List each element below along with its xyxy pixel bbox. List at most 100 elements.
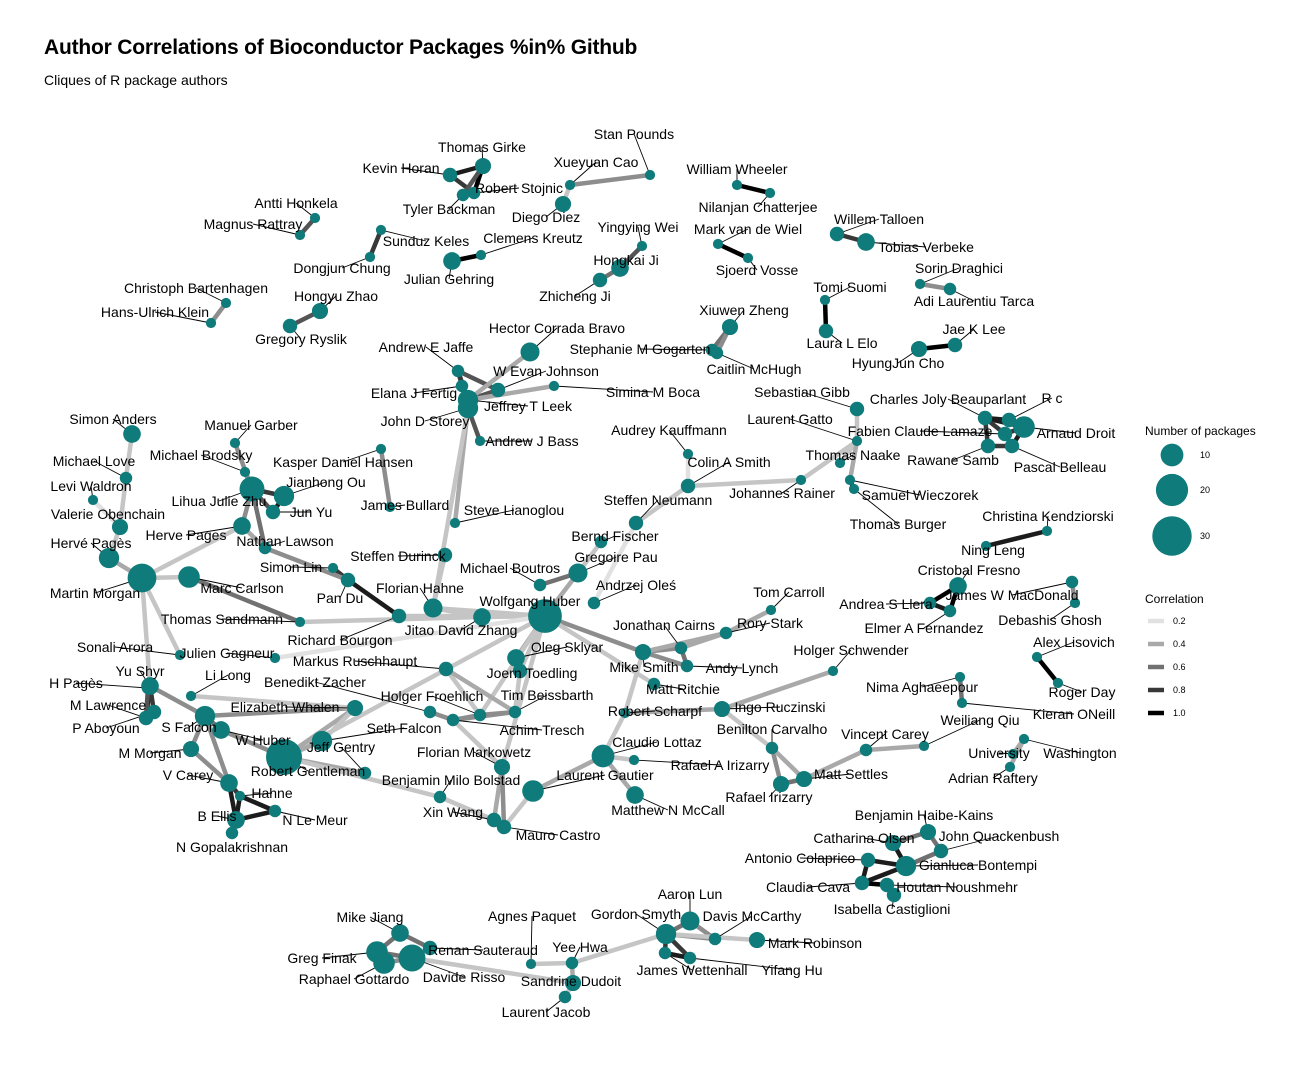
node-label-university: University (968, 745, 1029, 761)
node-label-antti-honkela: Antti Honkela (254, 195, 337, 211)
node-houtan-noushmehr (879, 877, 895, 893)
edge-laurent-gatto-johannes-rainer (798, 438, 860, 483)
node-n-gopalakrishnan (225, 826, 239, 840)
node-andy-lynch (680, 659, 694, 673)
node-label-robert-scharpf: Robert Scharpf (608, 703, 702, 719)
node-label-nathan-lawson: Nathan Lawson (236, 533, 333, 549)
node-hongyu-zhao (311, 302, 329, 320)
node-florian-markowetz (493, 758, 511, 776)
node-m-morgan (182, 740, 200, 758)
leader-steve-lianoglou (454, 509, 515, 524)
node-label-arnaud-droit: Arnaud Droit (1037, 425, 1116, 441)
node-university (1007, 748, 1019, 760)
node-label-tomi-suomi: Tomi Suomi (813, 279, 886, 295)
node-label-tyler-backman: Tyler Backman (403, 201, 496, 217)
node-label-charles-joly-beauparlant: Charles Joly Beauparlant (870, 391, 1027, 407)
node-label-yu-shyr: Yu Shyr (115, 663, 164, 679)
node-label-sjoerd-vosse: Sjoerd Vosse (716, 262, 799, 278)
node-label-laurent-gautier: Laurent Gautier (556, 767, 654, 783)
node-label-thomas-naake: Thomas Naake (806, 447, 901, 463)
node-label-agnes-paquet: Agnes Paquet (488, 908, 576, 924)
edge-wolfgang-huber-florian-markowetz (499, 613, 548, 770)
node-holger-froehlich (473, 708, 487, 722)
leader-antonio-colaprico (799, 857, 869, 861)
node-alex-lisovich (1031, 651, 1043, 663)
node-rafael-a-irizarry (628, 754, 640, 766)
node-label-stan-pounds: Stan Pounds (594, 126, 674, 142)
node-label-yee-hwa: Yee Hwa (552, 939, 608, 955)
node-label-christoph-bartenhagen: Christoph Bartenhagen (124, 280, 268, 296)
node-label-li-long: Li Long (205, 667, 251, 683)
node-richard-bourgon (391, 608, 407, 624)
node-label-audrey-kauffmann: Audrey Kauffmann (611, 422, 727, 438)
edge-hector-corrada-bravo-jeffrey-t-leek (465, 349, 533, 403)
size-legend-key-30 (1152, 516, 1192, 556)
node-antonio-colaprico (860, 852, 876, 868)
leader-magnus-rattray (252, 223, 301, 236)
node-gregoire-pau (568, 563, 588, 583)
node-matt-settles (795, 770, 813, 788)
node-label-greg-finak: Greg Finak (287, 950, 357, 966)
leader-hans-ulrich-klein (154, 311, 212, 324)
correlation-legend-label-0.2: 0.2 (1173, 616, 1186, 626)
node-label-jitao-david-zhang: Jitao David Zhang (405, 622, 518, 638)
node-label-florian-hahne: Florian Hahne (376, 580, 464, 596)
node-label-adrian-raftery: Adrian Raftery (948, 770, 1037, 786)
node-hyungjun-cho (910, 340, 928, 358)
node-label-xiuwen-zheng: Xiuwen Zheng (699, 302, 789, 318)
node-yingying-wei (636, 240, 648, 252)
node-davis-mccarthy (708, 932, 722, 946)
node-label-zhicheng-ji: Zhicheng Ji (539, 288, 611, 304)
node-jae-k-lee (947, 337, 963, 353)
node-label-michael-love: Michael Love (53, 453, 136, 469)
node-label-simina-m-boca: Simina M Boca (606, 384, 700, 400)
leader-john-quackenbush (940, 835, 1000, 852)
edge-michael-love-valerie-obenchain (117, 475, 129, 530)
node-dongjun-chung (364, 251, 376, 263)
node-label-elana-j-fertig: Elana J Fertig (371, 385, 457, 401)
node-label-yingying-wei: Yingying Wei (598, 219, 679, 235)
node-label-kevin-horan: Kevin Horan (362, 160, 439, 176)
node-label-claudio-lottaz: Claudio Lottaz (612, 734, 702, 750)
node-label-xin-wang: Xin Wang (423, 804, 483, 820)
node-antti-honkela (309, 212, 321, 224)
node-label-laura-l-elo: Laura L Elo (806, 335, 877, 351)
edge-ingo-ruczinski-benilton-carvalho (719, 706, 775, 751)
leader-renan-sauteraud (429, 947, 484, 951)
node-label-steffen-durinck: Steffen Durinck (350, 548, 446, 564)
node-gianluca-bontempi (895, 855, 917, 877)
node-laurent-jacob (558, 990, 572, 1004)
node-claudio-lottaz (591, 744, 615, 768)
edge-christina-kendziorski-ning-leng (983, 528, 1050, 549)
edge-william-wheeler-nilanjan-chatterjee (734, 182, 773, 196)
node-label-h-pages: H Pagès (49, 675, 103, 691)
node-s-falcon (194, 705, 216, 727)
node-label-andrea-s-llera: Andrea S Llera (839, 596, 933, 612)
node-label-fabien-claude-lamaze: Fabien Claude Lamaze (848, 423, 993, 439)
node-jianhong-ou (273, 485, 295, 507)
leader-holger-froehlich (431, 695, 481, 716)
node-thomas-naake (834, 457, 846, 469)
node-label-jae-k-lee: Jae K Lee (942, 321, 1005, 337)
node-label-thomas-burger: Thomas Burger (850, 516, 947, 532)
node-label-ning-leng: Ning Leng (961, 542, 1025, 558)
leader-gianluca-bontempi (905, 864, 979, 867)
node-rafael-irizarry (772, 775, 790, 793)
node-wolfgang-huber (528, 599, 562, 633)
node-label-nima-aghaeepour: Nima Aghaeepour (866, 679, 978, 695)
leader-thomas-burger (853, 488, 899, 525)
node-label-isabella-castiglioni: Isabella Castiglioni (834, 901, 951, 917)
node-catharina-olsen (884, 834, 902, 852)
node-label-sandrine-dudoit: Sandrine Dudoit (521, 973, 622, 989)
edge-florian-markowetz-achim-tresch (450, 717, 505, 770)
node-label-marc-carlson: Marc Carlson (200, 580, 283, 596)
edge-pan-du-nathan-lawson (262, 545, 351, 583)
node-mark-robinson (748, 931, 766, 949)
leader-hahne (239, 792, 273, 797)
leader-alex-lisovich (1036, 641, 1075, 658)
node-rawane-samb (980, 438, 996, 454)
node-jeff-gentry (358, 766, 372, 780)
node-label-holger-froehlich: Holger Froehlich (381, 688, 484, 704)
node-label-jianhong-ou: Jianhong Ou (286, 474, 365, 490)
